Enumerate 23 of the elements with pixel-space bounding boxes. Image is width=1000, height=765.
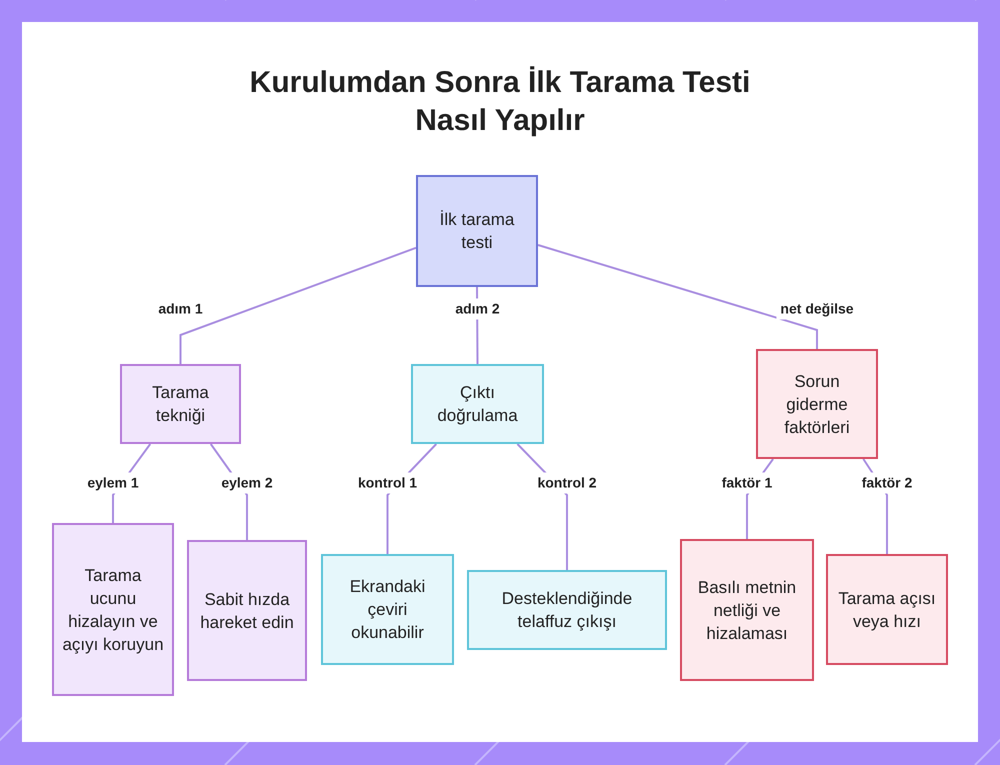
- diagram-title: Kurulumdan Sonra İlk Tarama Testi Nasıl Yapılır: [248, 65, 752, 139]
- node-text: Basılı metnin netliği ve hizalaması: [696, 576, 798, 644]
- process-box: [52, 523, 174, 696]
- connector-line: [538, 244, 818, 349]
- node-text: Tarama tekniği: [151, 382, 210, 427]
- process-box: [416, 175, 538, 287]
- process-box: [411, 364, 544, 444]
- node-text: Desteklendiğinde telaffuz çıkışı: [500, 588, 634, 633]
- process-box: [467, 570, 667, 650]
- process-box: [321, 554, 454, 665]
- node-text: Ekrandaki çeviri okunabilir: [348, 576, 426, 644]
- process-box: [826, 554, 948, 665]
- node-text: İlk tarama testi: [438, 209, 516, 254]
- node-text: Sabit hızda hareket edin: [199, 588, 295, 634]
- process-box: [120, 364, 241, 444]
- node-text: Sorun giderme faktörleri: [783, 370, 851, 438]
- node-text: Tarama ucunu hizalayın ve açıyı koruyun: [62, 564, 164, 656]
- node-text: Tarama açısı veya hızı: [837, 588, 937, 632]
- process-box: [756, 349, 878, 459]
- process-box: [187, 540, 307, 681]
- node-text: Çıktı doğrulama: [436, 382, 519, 427]
- connector-line: [180, 246, 416, 364]
- process-box: [680, 539, 814, 681]
